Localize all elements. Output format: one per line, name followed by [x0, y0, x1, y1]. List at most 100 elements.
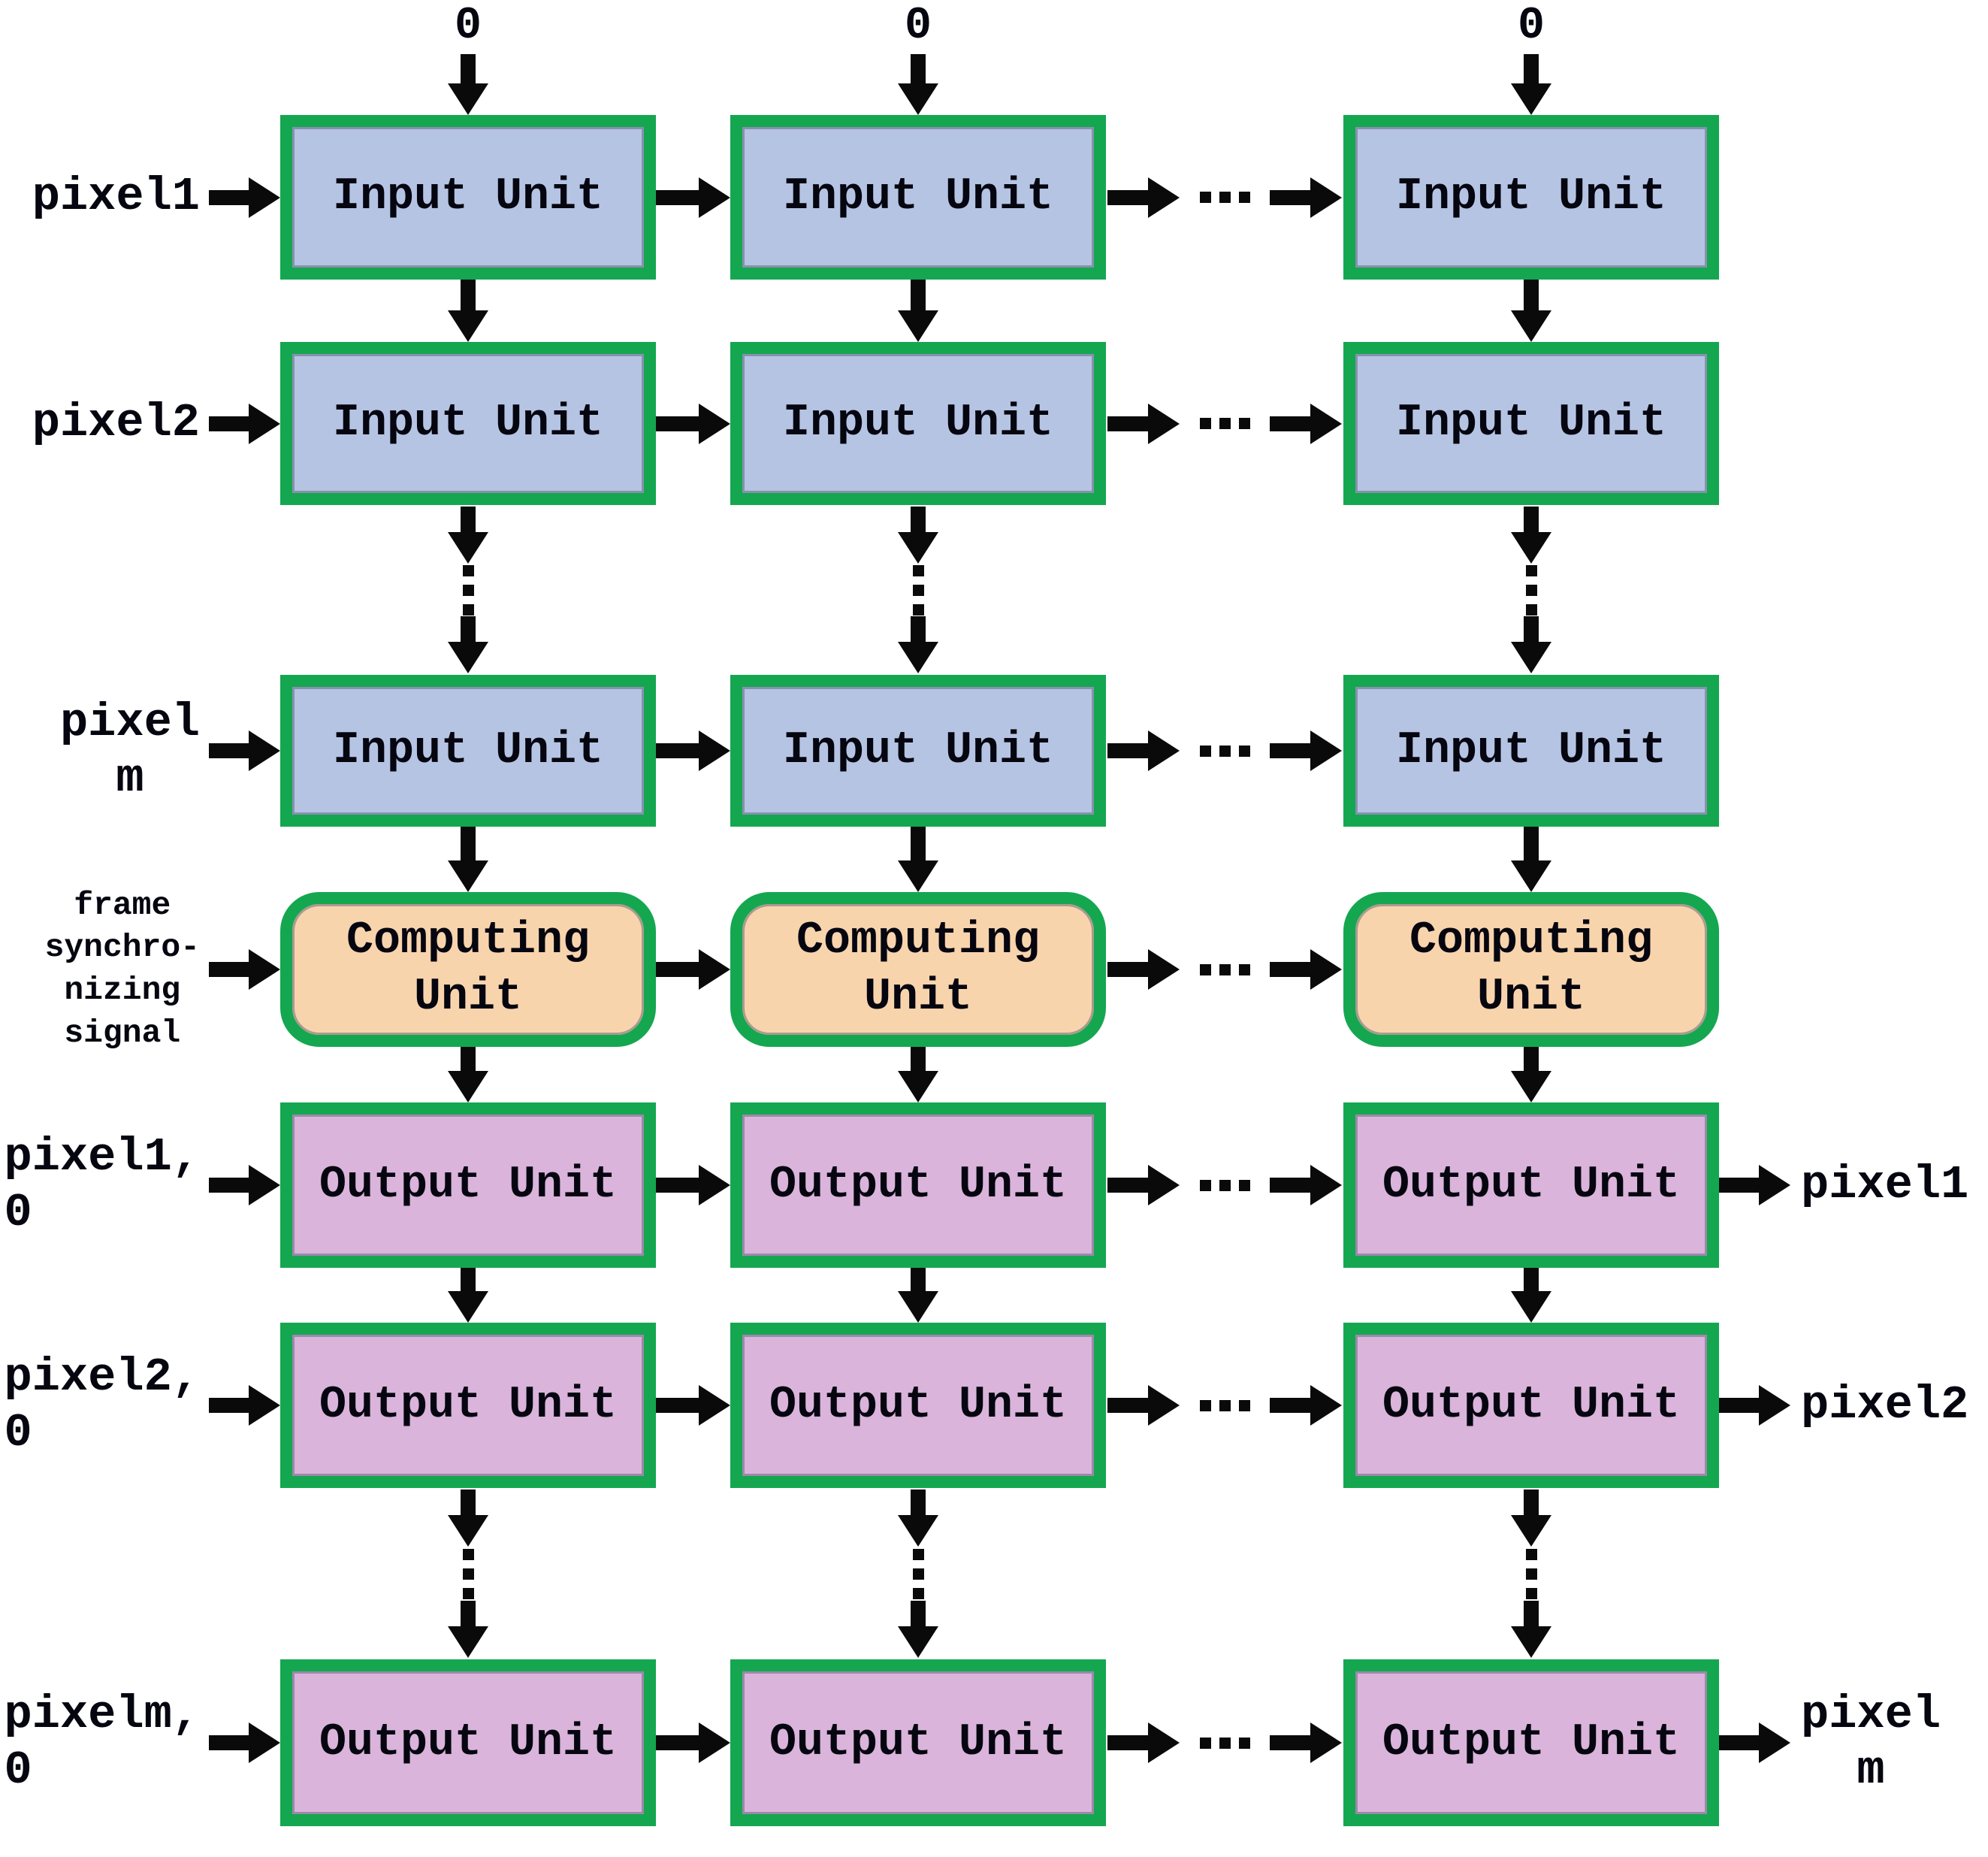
- horizontal-ellipsis-icon: [1199, 745, 1250, 757]
- arrow-down-icon: [1511, 507, 1551, 564]
- arrow-down-icon: [898, 280, 938, 342]
- left-label-frame-sync-signal: frame synchro- nizing signal: [44, 886, 200, 1051]
- arrow-right-icon: [1107, 730, 1180, 771]
- output-unit-box: Output Unit: [1343, 1102, 1719, 1268]
- connector-ellipsis-cell: [1106, 342, 1343, 505]
- zero-feed-col2: 0: [730, 0, 1106, 115]
- horizontal-ellipsis-icon: [1199, 418, 1250, 429]
- output-unit-box: Output Unit: [1343, 1659, 1719, 1826]
- right-label-pixel1: pixel1: [1801, 1157, 1969, 1211]
- vertical-ellipsis-icon: [462, 1548, 474, 1599]
- arrow-down-icon: [898, 54, 938, 115]
- arrow-down-icon: [898, 1601, 938, 1658]
- arrow-down-icon: [1511, 1047, 1551, 1102]
- output-unit-box: Output Unit: [280, 1323, 656, 1488]
- input-unit-box: Input Unit: [280, 675, 656, 827]
- connector-cell: [280, 1268, 656, 1323]
- output-unit-box: Output Unit: [280, 1102, 656, 1268]
- left-label-cell-pixel1: pixel1: [0, 115, 280, 280]
- arrow-down-icon: [898, 616, 938, 673]
- computing-unit-box: Computing Unit: [280, 892, 656, 1047]
- arrow-down-icon: [448, 1601, 488, 1658]
- connector-ellipsis-cell: [1106, 675, 1343, 827]
- arrow-right-icon: [1270, 949, 1342, 990]
- arrow-down-icon: [898, 827, 938, 892]
- output-unit-box: Output Unit: [730, 1659, 1106, 1826]
- arrow-right-icon: [1107, 177, 1180, 218]
- arrow-right-icon: [656, 1385, 730, 1426]
- output-unit-box: Output Unit: [730, 1102, 1106, 1268]
- arrow-down-icon: [1511, 827, 1551, 892]
- zero-feed-col3: 0: [1343, 0, 1719, 115]
- arrow-down-icon: [1511, 280, 1551, 342]
- connector-ellipsis-cell: [1106, 115, 1343, 280]
- vertical-ellipsis-icon: [462, 564, 474, 615]
- connector-cell: [656, 342, 730, 505]
- left-label-pixel1: pixel1: [32, 170, 200, 224]
- connector-cell: [1343, 280, 1719, 342]
- left-label-cell-pixelm-0: pixelm, 0: [0, 1659, 280, 1826]
- connector-ellipsis-cell: [280, 1488, 656, 1659]
- arrow-right-icon: [656, 403, 730, 444]
- arrow-down-icon: [448, 507, 488, 564]
- input-unit-box: Input Unit: [280, 115, 656, 280]
- left-label-cell-pixel-m: pixel m: [0, 675, 280, 827]
- input-unit-box: Input Unit: [730, 342, 1106, 505]
- arrow-right-icon: [1107, 1385, 1180, 1426]
- connector-cell: [730, 280, 1106, 342]
- connector-ellipsis-cell: [1343, 505, 1719, 675]
- output-unit-box: Output Unit: [280, 1659, 656, 1826]
- left-label-pixel-m: pixel m: [59, 695, 200, 805]
- arrow-down-icon: [898, 507, 938, 564]
- horizontal-ellipsis-icon: [1199, 1399, 1250, 1411]
- arrow-right-icon: [1270, 730, 1342, 771]
- connector-cell: [656, 1659, 730, 1826]
- arrow-right-icon: [1107, 1722, 1180, 1763]
- arrow-down-icon: [1511, 1601, 1551, 1658]
- connector-cell: [656, 1323, 730, 1488]
- arrow-down-icon: [898, 1490, 938, 1547]
- left-label-cell-pixel2-0: pixel2, 0: [0, 1323, 280, 1488]
- left-label-cell-pixel2: pixel2: [0, 342, 280, 505]
- arrow-right-icon: [1270, 1165, 1342, 1205]
- connector-ellipsis-cell: [1343, 1488, 1719, 1659]
- right-label-pixel2: pixel2: [1801, 1378, 1969, 1432]
- arrow-down-icon: [448, 54, 488, 115]
- output-unit-box: Output Unit: [1343, 1323, 1719, 1488]
- horizontal-ellipsis-icon: [1199, 1737, 1250, 1749]
- horizontal-ellipsis-icon: [1199, 963, 1250, 975]
- vertical-ellipsis-icon: [912, 1548, 924, 1599]
- arrow-right-icon: [656, 949, 730, 990]
- connector-ellipsis-cell: [730, 1488, 1106, 1659]
- right-label-cell-pixel1: pixel1: [1719, 1102, 1988, 1268]
- left-label-pixel2-0: pixel2, 0: [4, 1350, 200, 1459]
- computing-unit-box: Computing Unit: [730, 892, 1106, 1047]
- input-unit-box: Input Unit: [280, 342, 656, 505]
- arrow-down-icon: [448, 1268, 488, 1323]
- connector-ellipsis-cell: [730, 505, 1106, 675]
- input-unit-box: Input Unit: [730, 675, 1106, 827]
- connector-cell: [730, 1268, 1106, 1323]
- arrow-down-icon: [898, 1047, 938, 1102]
- connector-ellipsis-cell: [280, 505, 656, 675]
- arrow-right-icon: [1107, 1165, 1180, 1205]
- computing-unit-box: Computing Unit: [1343, 892, 1719, 1047]
- arrow-right-icon: [209, 177, 280, 218]
- zero-label: 0: [454, 1, 482, 52]
- connector-cell: [656, 675, 730, 827]
- arrow-down-icon: [898, 1268, 938, 1323]
- connector-cell: [1343, 1268, 1719, 1323]
- arrow-down-icon: [1511, 54, 1551, 115]
- connector-cell: [656, 115, 730, 280]
- left-label-pixel1-0: pixel1, 0: [4, 1130, 200, 1239]
- input-unit-box: Input Unit: [1343, 115, 1719, 280]
- connector-ellipsis-cell: [1106, 892, 1343, 1047]
- zero-label: 0: [904, 1, 932, 52]
- connector-cell: [280, 1047, 656, 1102]
- arrow-right-icon: [209, 730, 280, 771]
- arrow-right-icon: [1270, 403, 1342, 444]
- input-unit-box: Input Unit: [1343, 342, 1719, 505]
- zero-feed-col1: 0: [280, 0, 656, 115]
- input-unit-box: Input Unit: [1343, 675, 1719, 827]
